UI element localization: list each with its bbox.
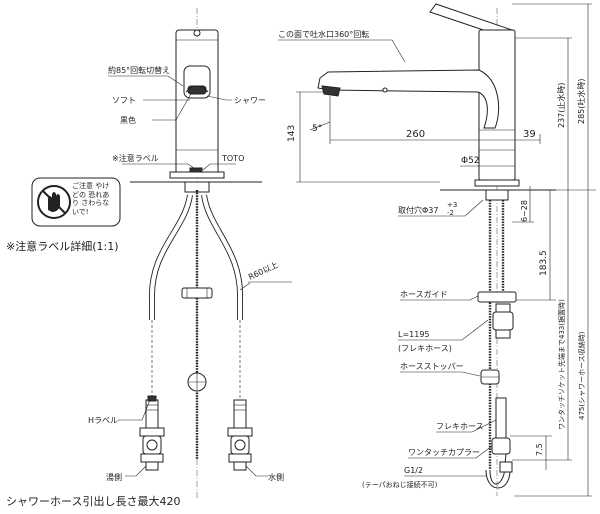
side-hose-stopper [480,369,500,385]
label-length: L=1195 [398,330,430,339]
label-flexi-paren: (フレキホース) [398,344,452,353]
label-hose-guide: ホースガイド [400,289,448,299]
dim-143: 143 [287,125,297,142]
label-soft: ソフト [112,96,136,105]
front-faucet-body [175,29,219,179]
side-hose-guide [477,291,517,303]
front-cold-pipe [233,399,247,429]
front-cold-coupler [227,427,253,471]
dim-5deg: 5° [312,124,322,134]
front-base [169,171,225,179]
side-base [474,179,520,187]
caution-text-box: ご注意 やけどの 恐れあり さわらな いで! [72,182,110,216]
front-view [31,8,292,500]
hole-tol-plus: +3 [447,201,457,209]
label-h: Hラベル [88,416,118,425]
dim-475: 475(シャワーホース収納時) [577,331,586,420]
side-lower-pipe [495,397,507,439]
front-toto-label [189,167,203,173]
side-spout-head [321,85,341,97]
label-caution-detail: ※注意ラベル詳細(1:1) [6,239,119,253]
label-hole: 取付穴Φ37 [398,205,438,215]
dim-7-5: 7.5 [535,443,544,456]
caution-text: ご注意 やけどの 恐れあり さわらな いで! [72,182,110,216]
dim-237: 237(止水時) [556,82,566,128]
label-hot: 湯側 [106,472,122,482]
label-coupler: ワンタッチカプラー [408,448,480,457]
label-hose-stopper: ホースストッパー [400,362,464,371]
label-rotation: 約85°回転切替え [108,65,170,75]
dim-433: ワンタッチソケット先端まで433(据置時) [557,299,566,430]
side-view [278,3,596,497]
front-top-cap [193,29,201,37]
front-hose-guide [181,287,213,299]
dim-39: 39 [523,129,536,140]
label-r60: R60以上 [247,260,280,282]
side-hose-loop [489,453,507,485]
front-black-lever [187,85,207,95]
dim-183-5: 183.5 [539,250,549,276]
front-hot-coupler [139,427,165,471]
dim-6-28: 6~28 [520,200,529,222]
hole-tol-minus: -2 [447,209,454,217]
label-taper: (テーパおねじ接続不可) [362,480,438,489]
dim-260: 260 [406,129,425,140]
front-hot-pipe [145,399,159,429]
dim-phi52: Φ52 [461,156,480,166]
side-one-touch-coupler [492,303,514,339]
label-black: 黒色 [120,115,136,125]
label-shower: シャワー [234,96,266,105]
side-spout [317,69,500,129]
label-rotate-360: この面で吐水口360°回転 [278,29,369,39]
label-cold: 水側 [268,472,284,482]
dim-285: 285(吐水時) [576,78,586,124]
caution-label-detail [31,177,121,227]
label-max-length: シャワーホース引出し長さ最大420 [6,494,180,508]
hand-icon [48,192,60,212]
front-h-label-mark [147,395,157,402]
label-toto: TOTO [221,154,244,163]
label-caution: ※注意ラベル [112,153,159,163]
label-g12: G1/2 [404,466,423,475]
label-flexi: フレキホース [436,422,484,431]
